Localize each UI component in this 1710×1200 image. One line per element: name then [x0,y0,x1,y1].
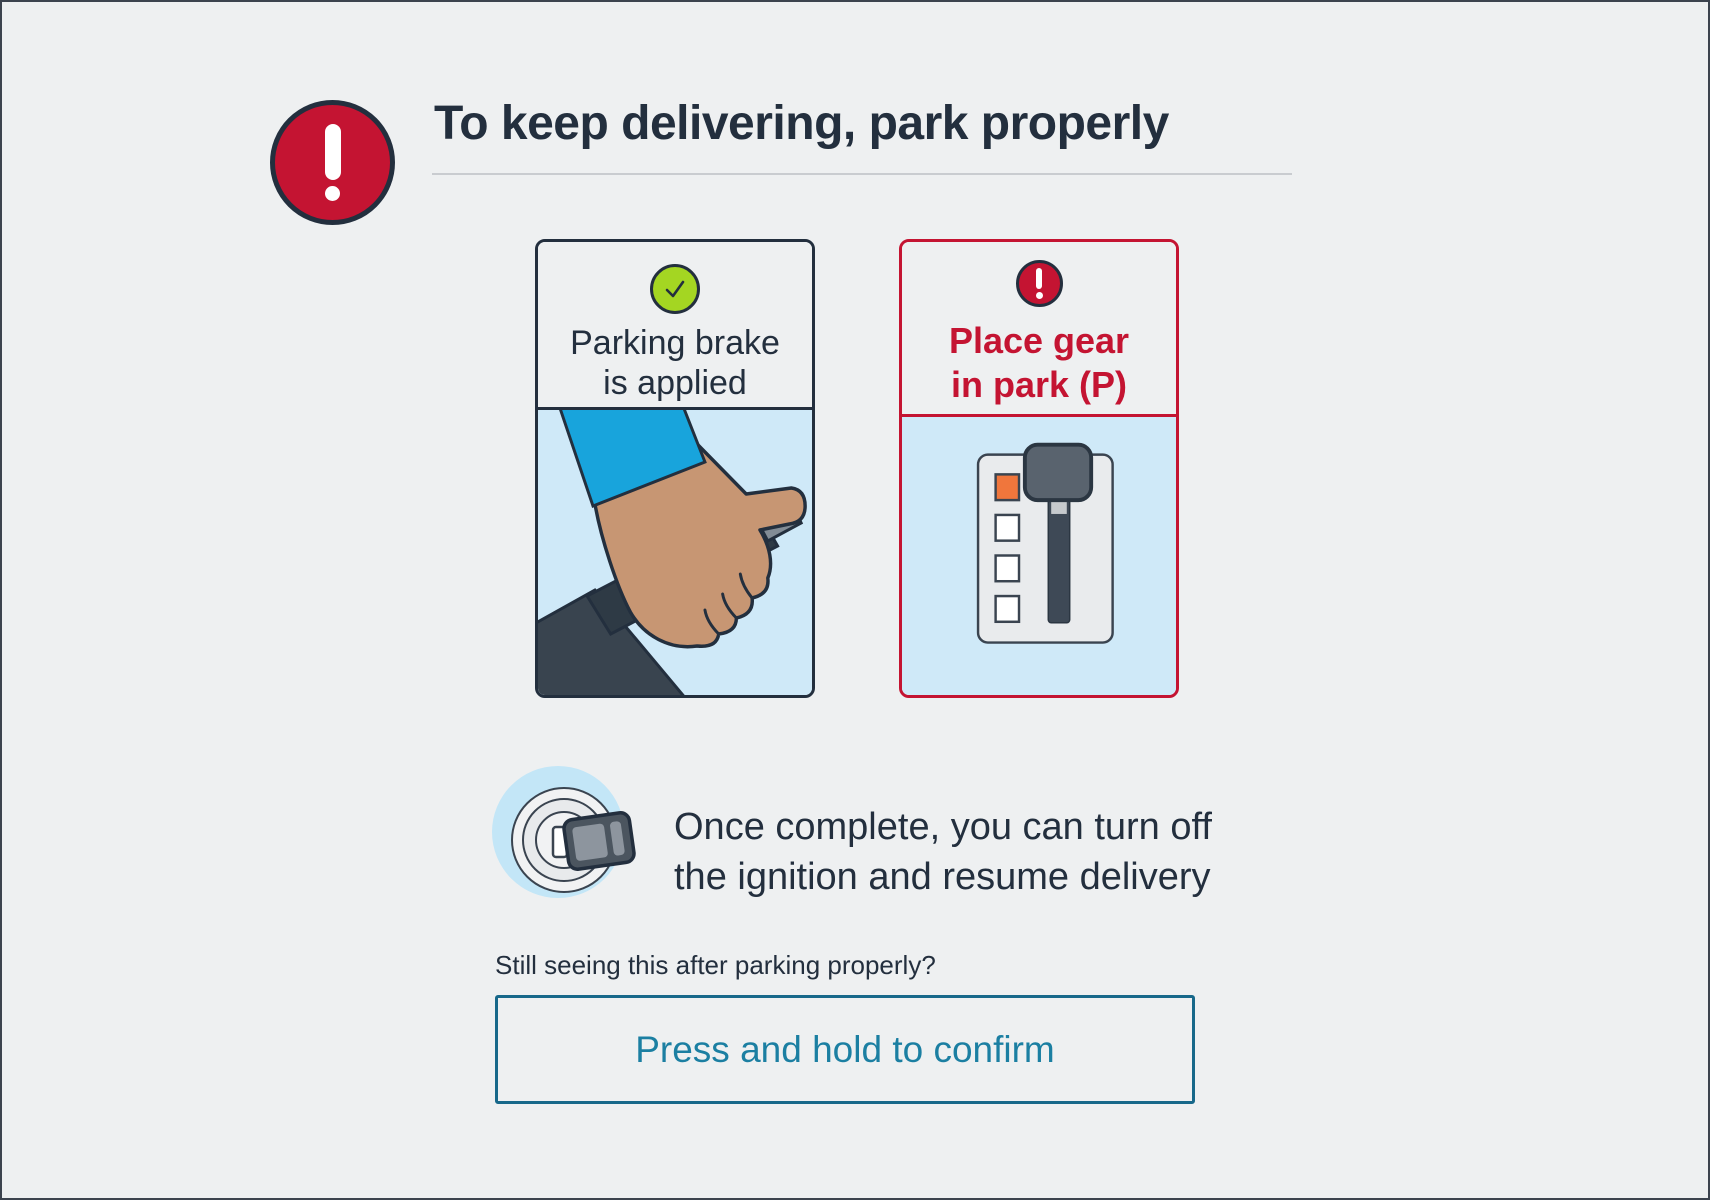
card-parking-brake: Parking brake is applied [535,239,815,698]
card-parking-brake-line2: is applied [603,364,747,402]
ignition-info-line2: the ignition and resume delivery [674,856,1211,898]
card-gear-park: Place gear in park (P) [899,239,1179,698]
card-parking-brake-header: Parking brake is applied [538,242,812,410]
exclamation-bar [324,124,341,180]
card-parking-brake-line1: Parking brake [570,324,780,362]
title-divider [432,173,1292,175]
alert-exclamation-icon [270,100,395,225]
card-gear-park-label: Place gear in park (P) [949,319,1129,407]
ignition-info-text: Once complete, you can turn off the igni… [674,802,1212,902]
gear-shifter-illustration [902,417,1176,695]
card-gear-park-header: Place gear in park (P) [902,242,1176,417]
check-circle-icon [650,264,700,314]
still-seeing-question: Still seeing this after parking properly… [495,950,936,980]
press-and-hold-confirm-button[interactable]: Press and hold to confirm [495,995,1195,1104]
exclamation-dot [1035,292,1043,299]
page-title: To keep delivering, park properly [434,97,1169,150]
parking-brake-illustration [538,410,812,695]
ignition-key-icon [490,760,640,910]
ignition-info-line1: Once complete, you can turn off [674,806,1212,848]
card-gear-park-line1: Place gear [948,320,1130,361]
exclamation-bar [1036,268,1042,289]
card-gear-park-line2: in park (P) [950,364,1128,405]
exclamation-dot [325,186,340,201]
alert-exclamation-icon-small [1015,260,1063,307]
card-parking-brake-label: Parking brake is applied [570,323,780,403]
